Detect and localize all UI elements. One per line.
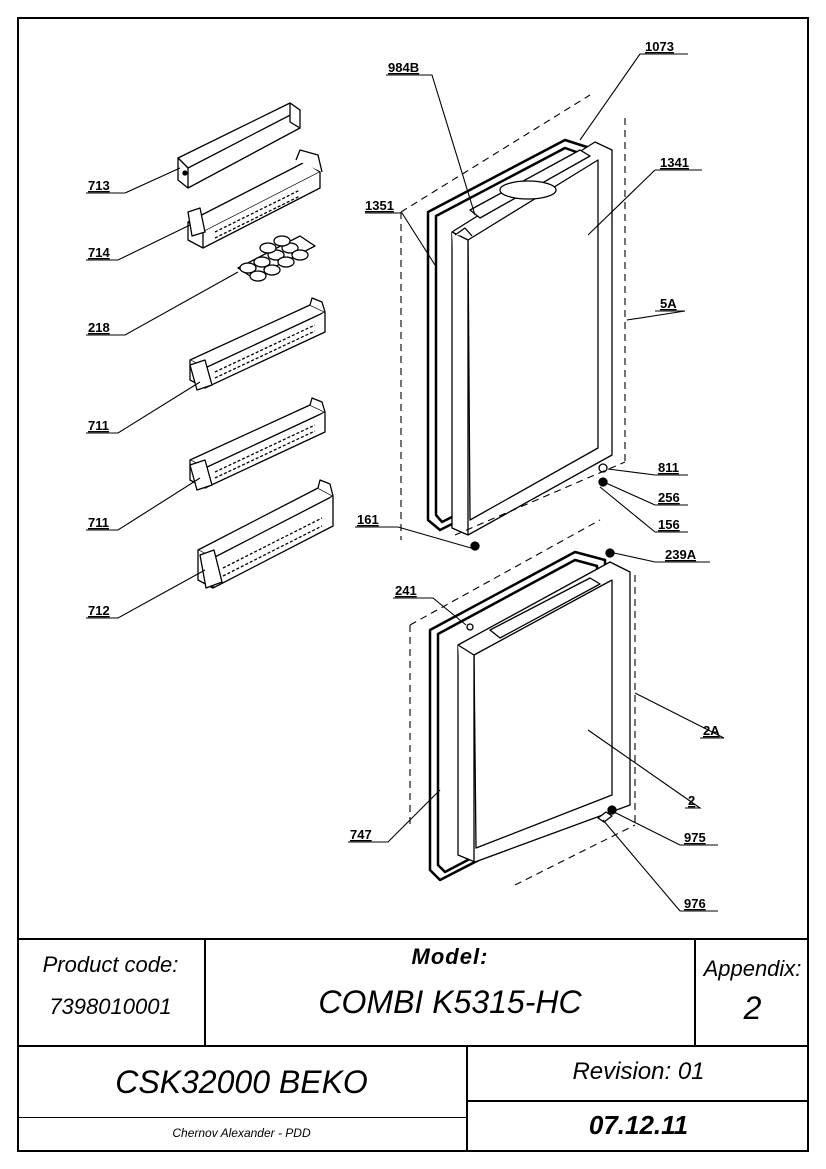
callout-241: 241	[395, 583, 417, 598]
callout-2: 2	[688, 793, 695, 808]
title-block-divider-right	[694, 938, 696, 1046]
callout-1073: 1073	[645, 39, 674, 54]
callout-975: 975	[684, 830, 706, 845]
callout-5a: 5A	[660, 296, 677, 311]
part-1341-upper-door	[451, 141, 613, 551]
callout-747: 747	[350, 827, 372, 842]
part-713-shelf-cover	[177, 102, 301, 189]
part-714-door-shelf	[187, 149, 323, 249]
callout-161: 161	[357, 512, 379, 527]
model-value: COMBI K5315-HC	[318, 984, 582, 1020]
title-block-middle-border	[17, 1045, 809, 1047]
product-code-label: Product code:	[42, 952, 179, 977]
author: Chernov Alexander - PDD	[172, 1126, 311, 1140]
callout-714: 714	[88, 245, 110, 260]
title-block-divider-left	[204, 938, 206, 1046]
callout-711-lower: 711	[88, 515, 109, 530]
part-712-bottle-bin	[197, 479, 334, 589]
callout-256: 256	[658, 490, 680, 505]
appendix-value: 2	[743, 990, 762, 1026]
title-block-top-border	[17, 938, 809, 940]
callout-713: 713	[88, 178, 110, 193]
catalog-name: CSK32000 BEKO	[115, 1064, 368, 1100]
callout-1351: 1351	[365, 198, 394, 213]
part-2-lower-door	[457, 548, 631, 863]
drawing-date: 07.12.11	[588, 1110, 689, 1140]
callout-156: 156	[658, 517, 680, 532]
part-711-door-bin-lower	[189, 397, 326, 491]
callout-1341: 1341	[660, 155, 689, 170]
appendix-label: Appendix:	[703, 956, 802, 981]
model-label: Model:	[411, 944, 489, 969]
callout-239a: 239A	[665, 547, 697, 562]
product-code-value: 7398010001	[49, 994, 172, 1019]
callout-2a: 2A	[703, 723, 720, 738]
callout-218: 218	[88, 320, 110, 335]
revision: Revision: 01	[572, 1058, 705, 1085]
callout-712: 712	[88, 603, 110, 618]
callout-leader-lines	[86, 53, 725, 912]
part-218-egg-tray	[237, 235, 316, 282]
callout-984b: 984B	[388, 60, 419, 75]
callout-711-upper: 711	[88, 418, 109, 433]
callout-976: 976	[684, 896, 706, 911]
part-711-door-bin-upper	[189, 297, 326, 391]
title-block-divider-bottom	[466, 1045, 468, 1152]
callout-811: 811	[658, 460, 679, 475]
date-row-border	[466, 1100, 809, 1102]
author-row-border	[17, 1117, 467, 1118]
assembly-guide-lines	[400, 94, 636, 886]
drawing-sheet	[17, 17, 809, 1152]
